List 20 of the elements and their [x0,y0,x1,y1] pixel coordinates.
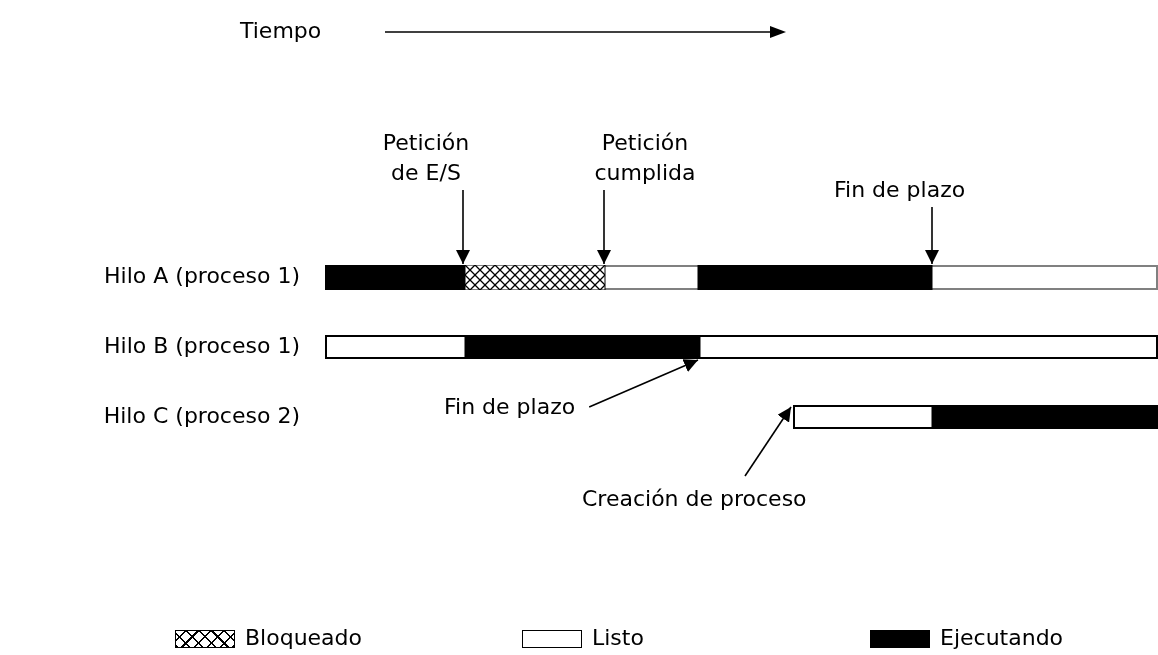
thread-label: Hilo A (proceso 1) [104,262,300,290]
arrow [744,406,792,477]
legend-label: Ejecutando [940,624,1064,652]
arrow [456,189,470,265]
callout-label: Fin de plazo [834,175,966,205]
axis-label: Tiempo [240,17,322,45]
callout-label: Petición cumplida [580,128,710,188]
legend-label: Bloqueado [245,624,362,652]
timeline-bar [793,405,1158,429]
timeline-bar [325,335,1158,359]
thread-label: Hilo B (proceso 1) [104,332,300,360]
arrow [925,206,939,265]
callout-label: Creación de proceso [582,484,807,514]
callout-label: Petición de E/S [371,128,481,188]
arrow [597,189,611,265]
callout-label: Fin de plazo [444,392,576,422]
arrow [588,359,699,408]
timeline-bar [325,265,1158,290]
legend-label: Listo [592,624,644,652]
thread-label: Hilo C (proceso 2) [103,402,300,430]
